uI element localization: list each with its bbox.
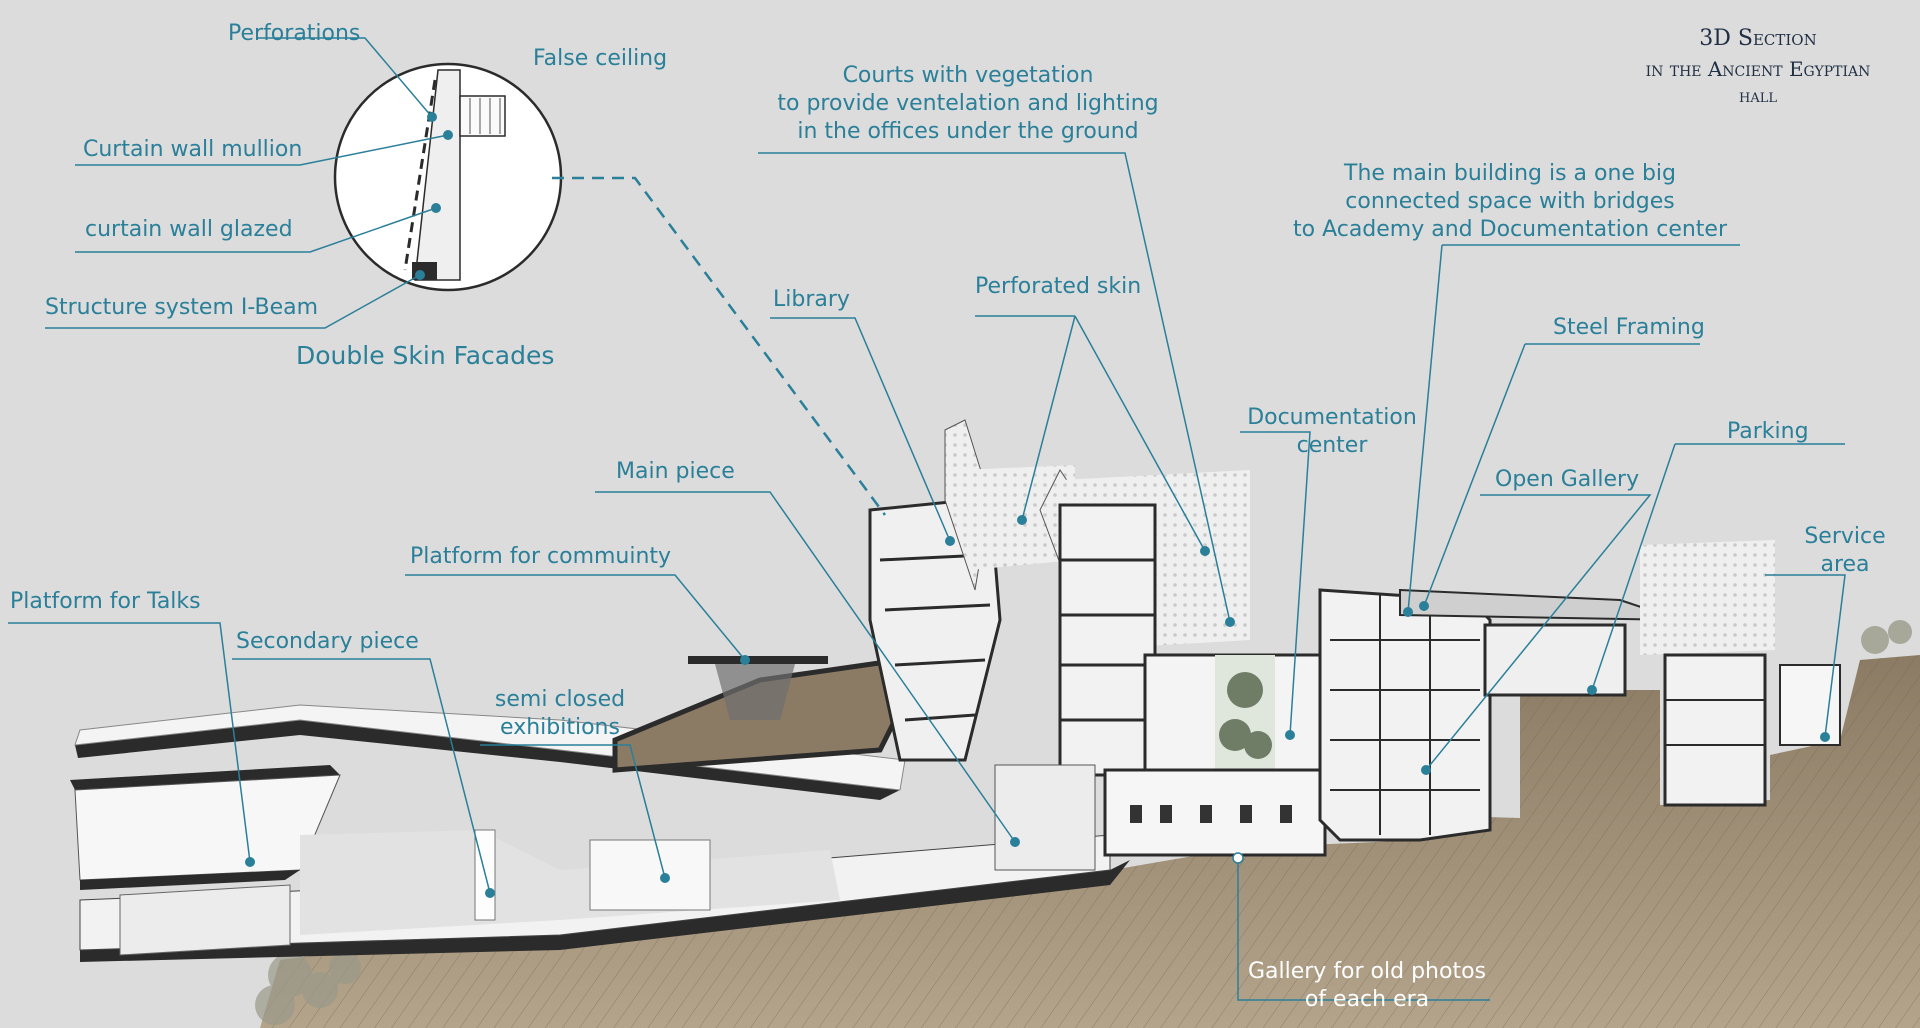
- title-line-3: hall: [1739, 86, 1777, 107]
- label-semi-closed: semi closed exhibitions: [470, 686, 650, 742]
- label-documentation-center: Documentation center: [1232, 404, 1432, 460]
- label-parking: Parking: [1727, 419, 1809, 444]
- drawing-title: 3D Section in the Ancient Egyptian hall: [1608, 24, 1908, 110]
- label-curtain-wall-glazed: curtain wall glazed: [85, 217, 293, 242]
- label-courts: Courts with vegetation to provide ventel…: [768, 62, 1168, 146]
- label-service-line-2: area: [1820, 552, 1870, 577]
- label-semi-closed-line-1: semi closed: [494, 687, 626, 712]
- label-gallery-old-photos: Gallery for old photos of each era: [1232, 958, 1502, 1014]
- label-gallery-line-1: Gallery for old photos: [1247, 959, 1487, 984]
- courtyard-palm: [1219, 672, 1272, 759]
- label-main-building-line-3: to Academy and Documentation center: [1292, 217, 1728, 242]
- label-perforated-skin: Perforated skin: [975, 274, 1142, 299]
- label-main-building-line-2: connected space with bridges: [1345, 189, 1675, 214]
- label-gallery-line-2: of each era: [1304, 987, 1430, 1012]
- label-library: Library: [773, 287, 850, 312]
- label-courts-line-2: to provide ventelation and lighting: [777, 91, 1159, 116]
- label-documentation-line-2: center: [1296, 433, 1368, 458]
- trees-right: [1861, 620, 1912, 654]
- label-semi-closed-line-2: exhibitions: [500, 715, 620, 740]
- detail-callout-line: [552, 176, 887, 516]
- label-secondary-piece: Secondary piece: [236, 629, 419, 654]
- label-main-building: The main building is a one big connected…: [1260, 160, 1760, 244]
- label-courts-line-1: Courts with vegetation: [842, 63, 1094, 88]
- label-perforations: Perforations: [228, 21, 361, 46]
- facade-detail-circle: [333, 62, 563, 292]
- label-main-piece: Main piece: [616, 459, 735, 484]
- label-courts-line-3: in the offices under the ground: [797, 119, 1139, 144]
- label-documentation-line-1: Documentation: [1247, 405, 1417, 430]
- label-steel-framing: Steel Framing: [1553, 315, 1705, 340]
- title-line-1: 3D Section: [1699, 26, 1817, 51]
- label-curtain-wall-mullion: Curtain wall mullion: [83, 137, 303, 162]
- detail-caption: Double Skin Facades: [296, 341, 555, 370]
- trees-bottom-left: [255, 952, 361, 1025]
- label-main-building-line-1: The main building is a one big: [1344, 161, 1676, 186]
- label-service-line-1: Service: [1804, 524, 1886, 549]
- label-service-area: Service area: [1790, 523, 1900, 579]
- title-line-2: in the Ancient Egyptian: [1645, 57, 1871, 81]
- label-platform-talks: Platform for Talks: [10, 589, 201, 614]
- label-false-ceiling: False ceiling: [533, 46, 668, 71]
- leader-lines: [8, 37, 1846, 1001]
- label-open-gallery: Open Gallery: [1495, 467, 1640, 492]
- label-platform-community: Platform for commuinty: [410, 544, 672, 569]
- leader-dots: [245, 112, 1830, 898]
- label-structure-i-beam: Structure system I-Beam: [45, 295, 319, 320]
